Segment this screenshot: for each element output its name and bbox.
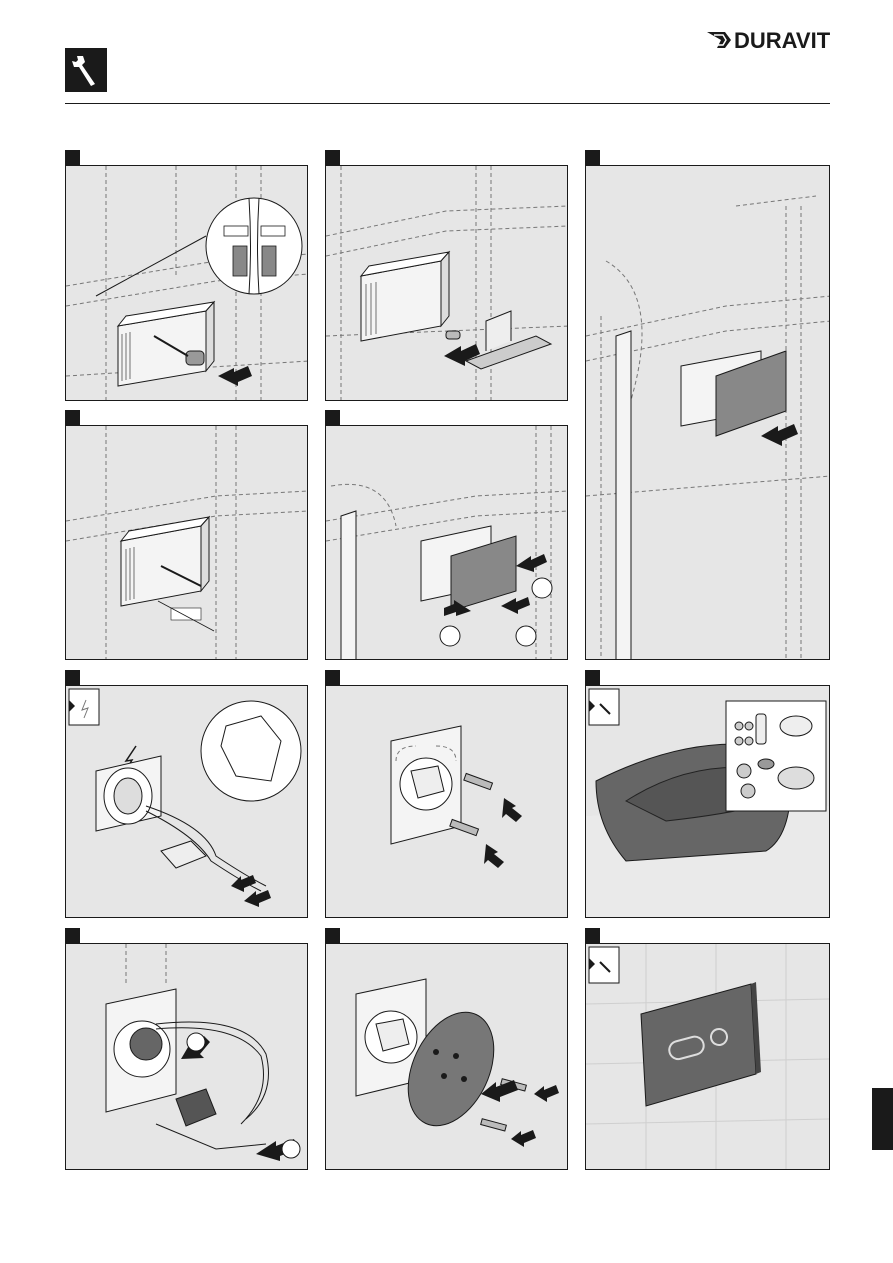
step-panel bbox=[65, 685, 308, 918]
step-panel bbox=[325, 943, 568, 1170]
illustration-connect-cable bbox=[66, 944, 308, 1170]
step-panel bbox=[325, 685, 568, 918]
illustration-flush-plate bbox=[586, 944, 830, 1170]
step-number bbox=[65, 410, 80, 425]
step-number bbox=[585, 928, 600, 943]
illustration-cover-plate bbox=[586, 166, 830, 660]
step-number bbox=[65, 150, 80, 165]
illustration-fit-round-plate bbox=[326, 944, 568, 1170]
step-panel bbox=[585, 685, 830, 918]
illustration-insert-module bbox=[326, 166, 568, 401]
step-number bbox=[325, 928, 340, 943]
step-number bbox=[585, 670, 600, 685]
duravit-logo: DURAVIT bbox=[705, 26, 832, 54]
step-panel bbox=[585, 165, 830, 660]
step-panel bbox=[65, 943, 308, 1170]
step-number bbox=[65, 670, 80, 685]
illustration-unscrew bbox=[326, 686, 568, 918]
step-number bbox=[325, 410, 340, 425]
brand-name: DURAVIT bbox=[734, 28, 831, 53]
step-panel bbox=[585, 943, 830, 1170]
step-panel bbox=[325, 425, 568, 660]
step-number bbox=[585, 150, 600, 165]
illustration-toilet-accessories bbox=[586, 686, 830, 918]
page-tab-marker bbox=[872, 1088, 893, 1150]
wrench-icon-badge bbox=[65, 48, 107, 92]
step-number bbox=[325, 150, 340, 165]
step-panel bbox=[65, 165, 308, 401]
header-divider bbox=[65, 103, 830, 104]
illustration-mount-box bbox=[66, 166, 308, 401]
step-number bbox=[325, 670, 340, 685]
step-number bbox=[65, 928, 80, 943]
step-panel bbox=[325, 165, 568, 401]
step-panel bbox=[65, 425, 308, 660]
illustration-electrical-connection bbox=[66, 686, 308, 918]
illustration-remove-plate bbox=[326, 426, 568, 660]
illustration-measure-depth bbox=[66, 426, 308, 660]
